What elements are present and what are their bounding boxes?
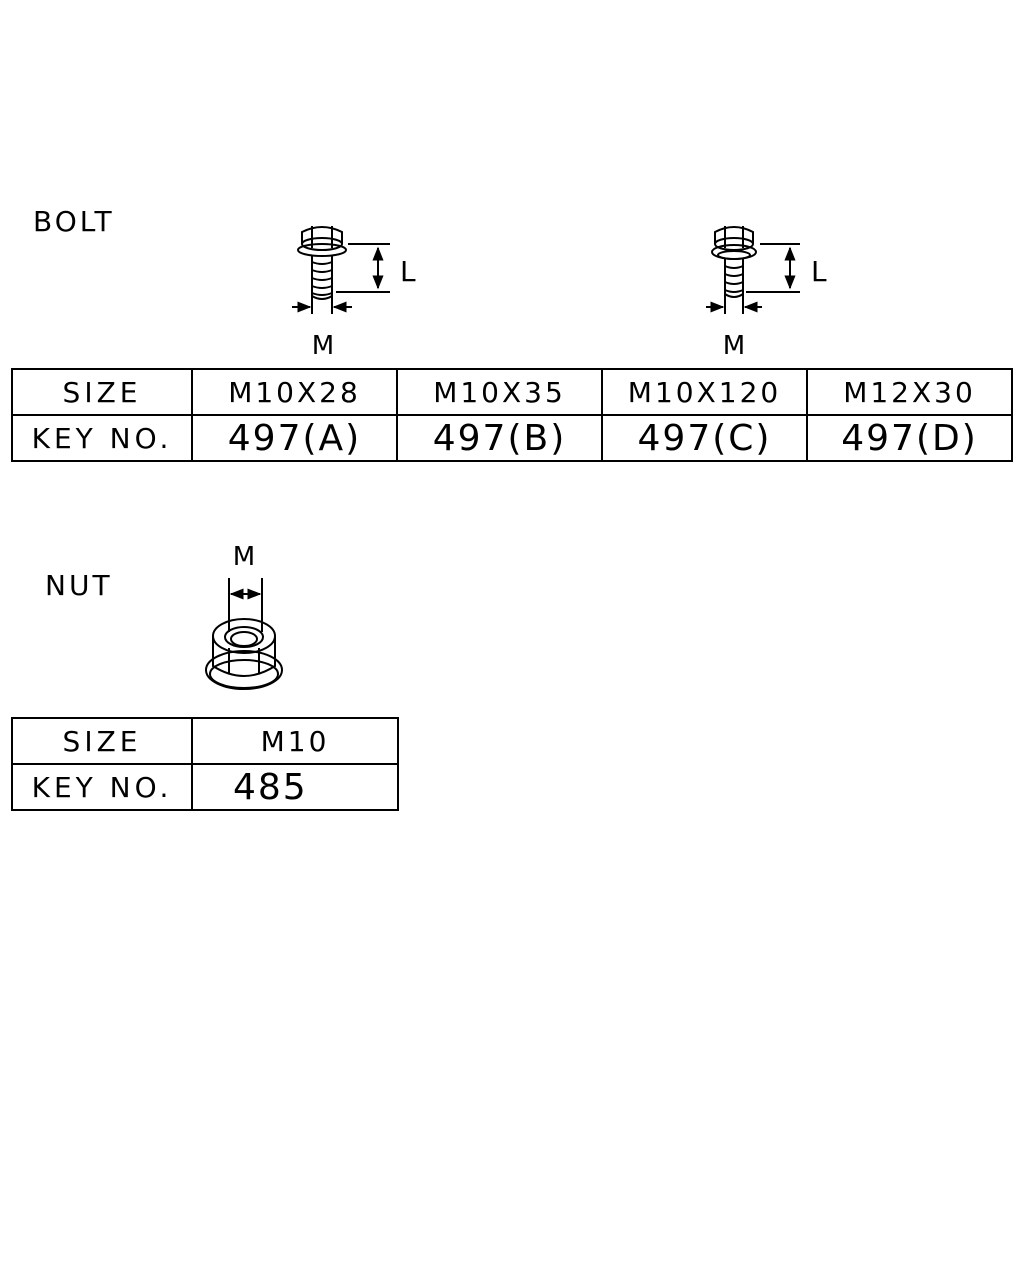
bolt-size-table: SIZE M10X28 M10X35 M10X120 M12X30 KEY NO…: [11, 368, 1013, 462]
size-cell: M10X120: [601, 368, 808, 416]
nut-diameter-label: M: [233, 542, 255, 572]
bolt-diameter-label-2: M: [723, 331, 745, 361]
size-cell: M10X35: [396, 368, 603, 416]
washer-bolt-icon: [711, 226, 757, 314]
bolt-diameter-label: M: [312, 331, 334, 361]
table-row: SIZE M10: [11, 717, 399, 765]
bolt-length-label-2: L: [811, 255, 827, 288]
size-cell: M12X30: [806, 368, 1013, 416]
table-row: KEY NO. 497(A) 497(B) 497(C) 497(D): [11, 414, 1013, 462]
key-no-cell: 485: [191, 763, 399, 811]
table-row: KEY NO. 485: [11, 763, 399, 811]
nut-size-table: SIZE M10 KEY NO. 485: [11, 717, 399, 811]
size-header: SIZE: [11, 717, 193, 765]
size-header: SIZE: [11, 368, 193, 416]
size-cell: M10: [191, 717, 399, 765]
key-no-cell: 497(D): [806, 414, 1013, 462]
table-row: SIZE M10X28 M10X35 M10X120 M12X30: [11, 368, 1013, 416]
size-cell: M10X28: [191, 368, 398, 416]
length-dimension-l: [336, 243, 390, 293]
bolt-length-label: L: [400, 255, 416, 288]
nut-section-label: NUT: [45, 569, 113, 602]
flange-nut-icon: [205, 618, 283, 690]
length-dimension-l-2: [746, 243, 800, 293]
key-no-cell: 497(A): [191, 414, 398, 462]
diameter-dimension-nut: [228, 578, 263, 632]
key-no-cell: 497(B): [396, 414, 603, 462]
flange-bolt-icon: [297, 226, 347, 314]
key-no-header: KEY NO.: [11, 414, 193, 462]
key-no-cell: 497(C): [601, 414, 808, 462]
key-no-header: KEY NO.: [11, 763, 193, 811]
bolt-section-label: BOLT: [33, 205, 115, 238]
